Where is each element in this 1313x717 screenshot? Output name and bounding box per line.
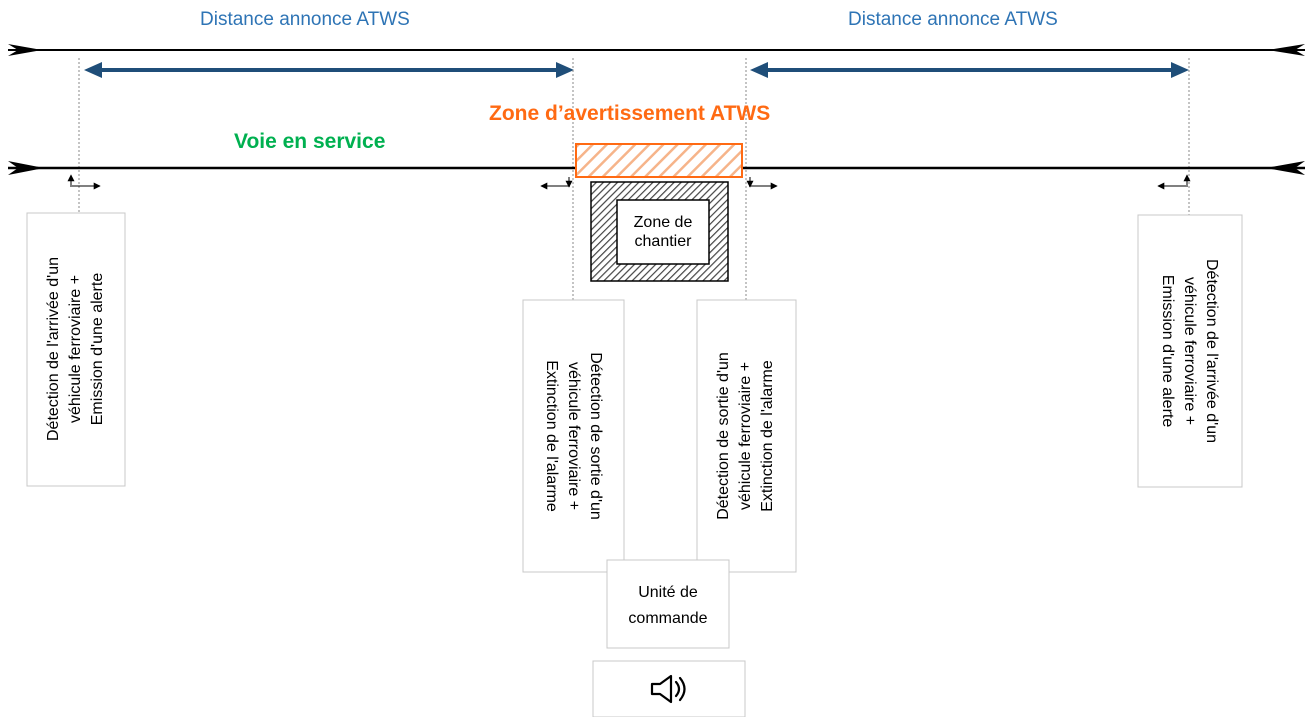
box-arrival-left-line2: véhicule ferroviaire + [67, 275, 84, 423]
box-arrival-right-line1: Détection de l'arrivée d'un [1203, 259, 1220, 443]
box-arrival-right: Détection de l'arrivée d'un véhicule fer… [1137, 214, 1243, 488]
distance-arrow-right [750, 62, 1189, 78]
box-arrival-left: Détection de l'arrivée d'un véhicule fer… [26, 212, 126, 487]
control-unit-box: Unité de commande [606, 559, 730, 649]
control-unit-label-line2: commande [628, 610, 707, 627]
box-exit-left-line1: Détection de sortie d'un [587, 352, 604, 520]
box-exit-left-line2: véhicule ferroviaire + [565, 362, 582, 510]
box-exit-right: Détection de sortie d'un véhicule ferrov… [696, 299, 797, 573]
detector-arrival-left [67, 174, 101, 190]
detector-arrival-right [1157, 174, 1191, 190]
detector-exit-left [540, 177, 573, 190]
distance-arrow-left [84, 62, 574, 78]
box-arrival-left-line3: Emission d'une alerte [89, 273, 106, 426]
box-arrival-left-line1: Détection de l'arrivée d'un [45, 257, 62, 441]
box-exit-right-line3: Extinction de l'alarme [759, 360, 776, 512]
warning-zone-label: Zone d’avertissement ATWS [489, 102, 770, 125]
upper-track-arrow-left [8, 44, 42, 56]
lower-track-arrow-right [1266, 161, 1305, 175]
warning-zone-hatched [575, 143, 743, 178]
box-exit-left-line3: Extinction de l'alarme [543, 360, 560, 512]
track-in-service-label: Voie en service [234, 130, 385, 153]
distance-label-right: Distance annonce ATWS [848, 9, 1058, 30]
lower-track-arrow-left [8, 161, 44, 175]
speaker-icon [650, 674, 686, 704]
box-arrival-right-line3: Emission d'une alerte [1159, 275, 1176, 428]
distance-label-left: Distance annonce ATWS [200, 9, 410, 30]
detector-exit-right [746, 177, 778, 190]
box-exit-left: Détection de sortie d'un véhicule ferrov… [522, 299, 625, 573]
box-exit-right-line2: véhicule ferroviaire + [737, 362, 754, 510]
work-zone-label-line1: Zone de [634, 214, 693, 231]
speaker-box [592, 660, 746, 717]
work-zone: Zone de chantier [590, 181, 729, 282]
work-zone-label-line2: chantier [635, 233, 693, 250]
box-arrival-right-line2: véhicule ferroviaire + [1181, 277, 1198, 425]
upper-track-arrow-right [1268, 44, 1305, 56]
control-unit-label-line1: Unité de [638, 584, 698, 601]
box-exit-right-line1: Détection de sortie d'un [715, 352, 732, 520]
